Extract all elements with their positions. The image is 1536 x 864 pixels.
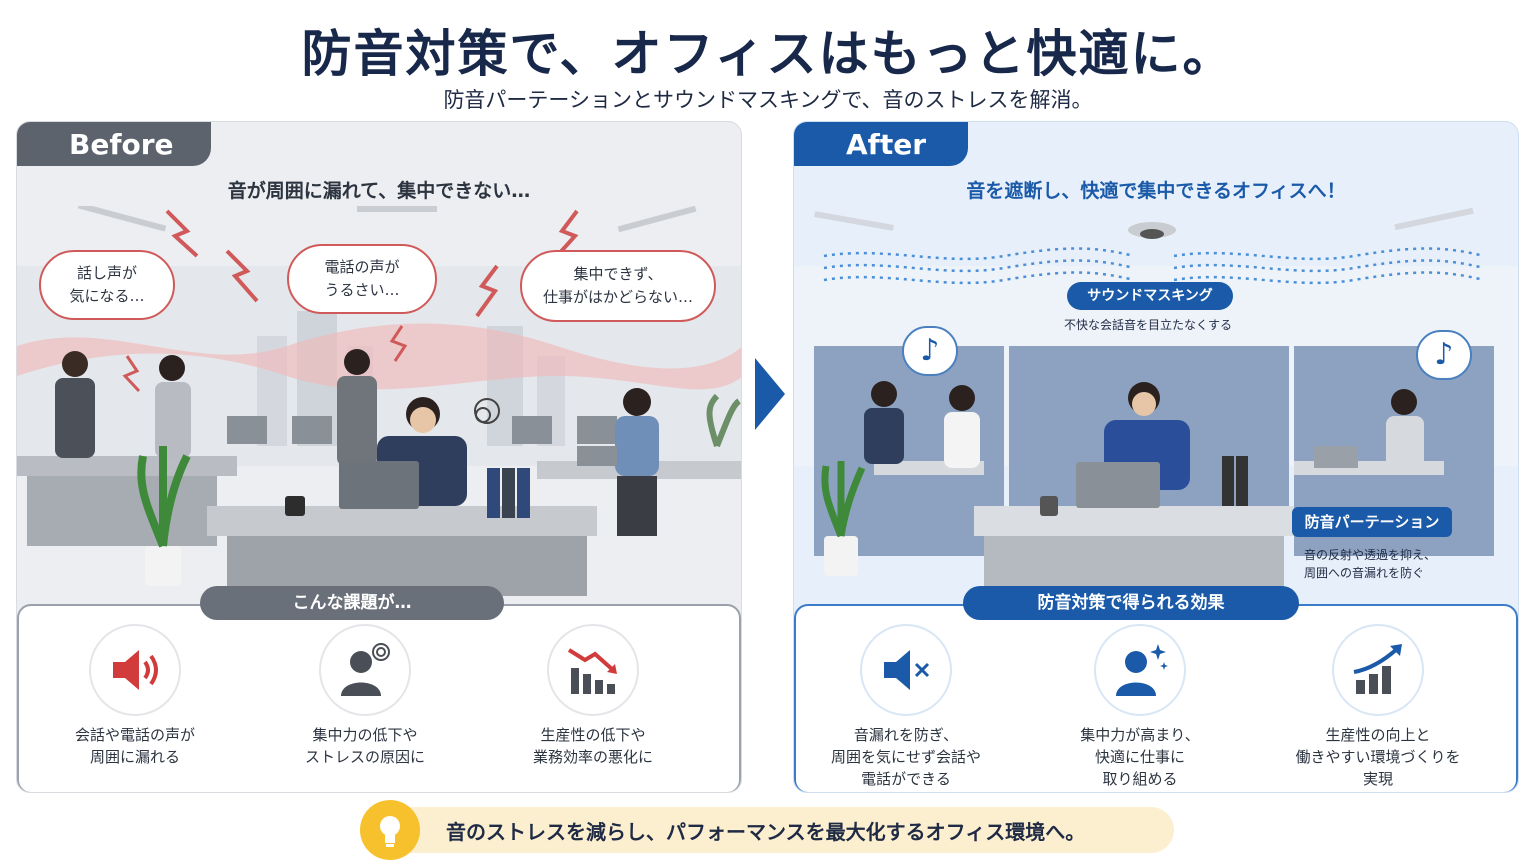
focused-person-icon xyxy=(1116,644,1168,696)
issue-item: 生産性の低下や業務効率の悪化に xyxy=(483,624,703,768)
declining-chart-icon xyxy=(567,648,617,694)
benefit-item: 音漏れを防ぎ、周囲を気にせず会話や電話ができる xyxy=(796,624,1016,790)
benefit-item: 生産性の向上と働きやすい環境づくりを実現 xyxy=(1268,624,1488,790)
after-headline: 音を遮断し、快適で集中できるオフィスへ！ xyxy=(966,180,1346,202)
footer-banner: 音のストレスを減らし、パフォーマンスを最大化するオフィス環境へ。 xyxy=(360,800,1174,860)
benefit-item: 集中力が高まり、快適に仕事に取り組める xyxy=(1030,624,1250,790)
speech-bubble-chatter: 話し声が気になる… xyxy=(39,250,175,320)
before-issues-title: こんな課題が… xyxy=(200,586,504,620)
issue-item: 集中力の低下やストレスの原因に xyxy=(255,624,475,768)
speech-bubble-phone: 電話の声がうるさい… xyxy=(287,244,437,314)
lightbulb-icon xyxy=(360,800,420,860)
speaker-muted-icon xyxy=(884,650,930,690)
partition-label: 防音パーテーション xyxy=(1292,507,1452,537)
music-note-icon: ♪ xyxy=(1416,330,1472,380)
speech-bubble-focus: 集中できず、仕事がはかどらない… xyxy=(520,250,716,322)
page-title: 防音対策で、オフィスはもっと快適に。 xyxy=(301,25,1235,83)
partition-note: 音の反射や透過を抑え、周囲への音漏れを防ぐ xyxy=(1304,548,1437,580)
before-office-illustration: 話し声が気になる… 電話の声がうるさい… 集中できず、仕事がはかどらない… xyxy=(17,202,741,606)
sound-masking-label: サウンドマスキング xyxy=(1067,282,1233,310)
before-panel: Before 音が周囲に漏れて、集中できない… xyxy=(16,121,742,793)
sound-masking-note: 不快な会話音を目立たなくする xyxy=(1064,318,1233,332)
before-tab: Before xyxy=(17,122,211,166)
after-panel: After 音を遮断し、快適で集中できるオフィスへ！ xyxy=(793,121,1519,793)
music-note-icon: ♪ xyxy=(902,326,958,376)
page-subtitle: 防音パーテーションとサウンドマスキングで、音のストレスを解消。 xyxy=(443,88,1093,112)
after-office-illustration: ♪ ♪ サウンドマスキング 不快な会話音を目立たなくする 防音パーテーション 音… xyxy=(794,206,1518,606)
before-headline: 音が周囲に漏れて、集中できない… xyxy=(227,180,531,202)
stressed-person-icon xyxy=(341,643,390,696)
footer-message: 音のストレスを減らし、パフォーマンスを最大化するオフィス環境へ。 xyxy=(446,820,1086,844)
after-benefits-title: 防音対策で得られる効果 xyxy=(963,586,1299,620)
transition-arrow-icon xyxy=(755,358,785,430)
rising-chart-icon xyxy=(1353,644,1402,694)
issue-item: 会話や電話の声が周囲に漏れる xyxy=(25,624,245,768)
after-tab: After xyxy=(794,122,968,166)
speaker-loud-icon xyxy=(113,650,158,690)
